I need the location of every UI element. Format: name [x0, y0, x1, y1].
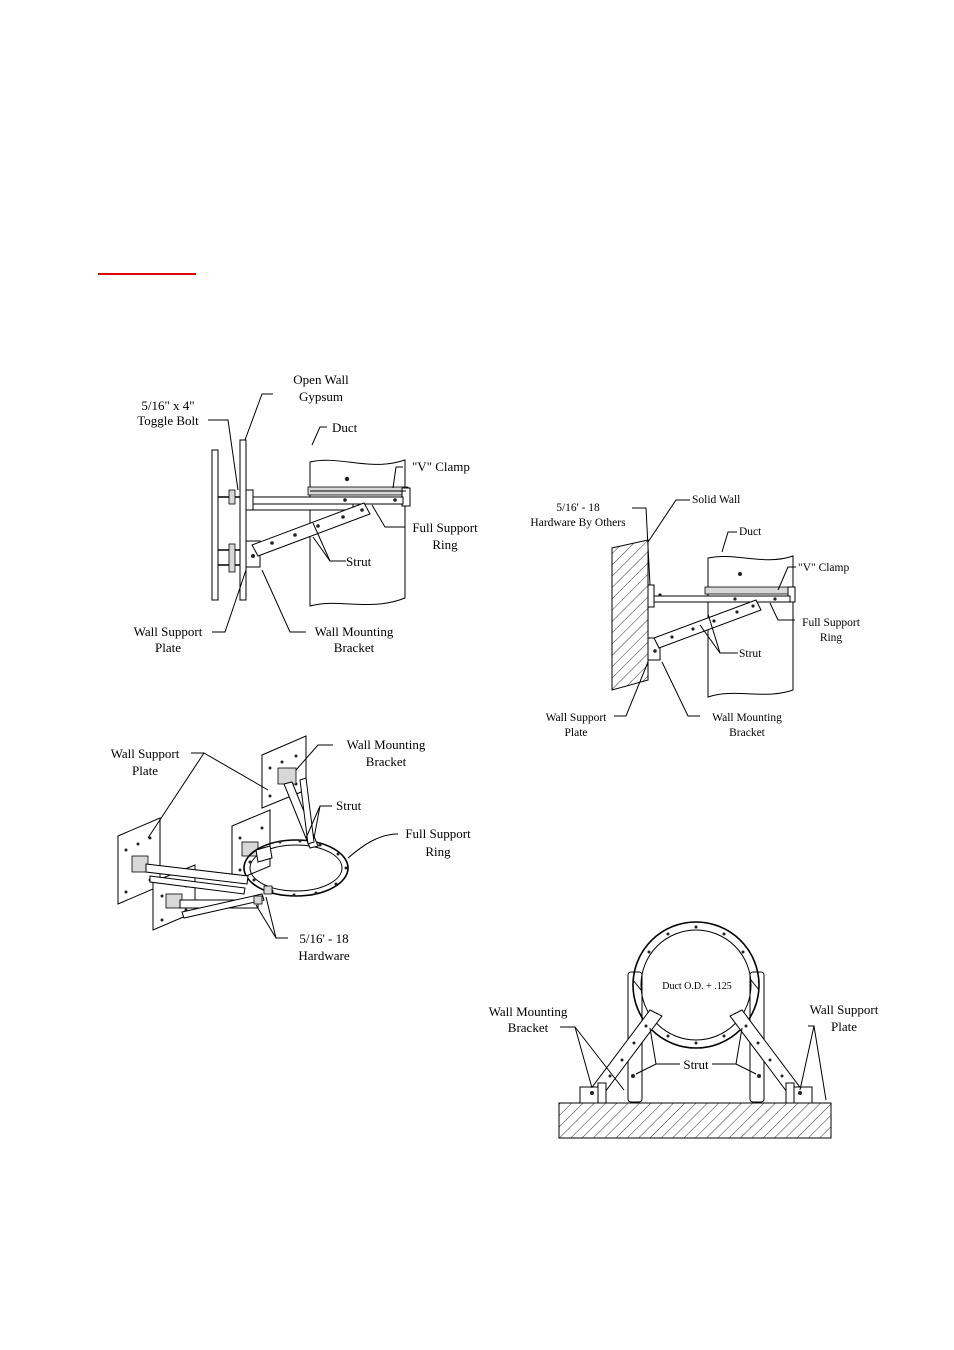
label-full-support-ring-2: Ring: [432, 537, 458, 552]
support-arm: [653, 595, 791, 603]
label-wall-mounting-bracket-2: Bracket: [729, 727, 766, 739]
label-v-clamp: "V" Clamp: [412, 459, 470, 474]
figure-isometric-assembly: [117, 735, 399, 939]
label-strut: Strut: [739, 648, 762, 660]
label-full-support-ring-2: Ring: [820, 632, 843, 644]
label-strut: Strut: [336, 798, 362, 813]
figure1-labels: 5/16" x 4" Toggle Bolt Open Wall Gypsum …: [134, 372, 478, 655]
label-hardware-2: Hardware By Others: [530, 517, 626, 529]
label-wall-support-plate-2: Plate: [155, 640, 181, 655]
v-clamp: [704, 586, 796, 595]
label-duct-od: Duct O.D. + .125: [662, 981, 732, 992]
figure2-labels: 5/16' - 18 Hardware By Others Solid Wall…: [530, 494, 860, 739]
label-open-wall-2: Gypsum: [299, 389, 343, 404]
support-arm: [252, 496, 404, 505]
hardware-1: [253, 895, 263, 905]
label-wall-support-plate-2: Plate: [565, 727, 588, 739]
label-wall-support-plate-1: Wall Support: [546, 712, 608, 724]
label-full-support-ring-2: Ring: [425, 844, 451, 859]
label-open-wall-1: Open Wall: [293, 372, 349, 387]
full-support-ring: [243, 839, 349, 897]
label-wall-mounting-bracket-1: Wall Mounting: [712, 712, 782, 724]
gypsum-panel: [239, 439, 247, 601]
label-hardware-1: 5/16' - 18: [299, 931, 348, 946]
duct: [309, 459, 406, 607]
label-wall-mounting-bracket-2: Bracket: [508, 1020, 549, 1035]
wall-support-plate-upper: [647, 584, 655, 608]
figure-open-wall-side-view: [208, 393, 411, 633]
label-wall-support-plate-2: Plate: [132, 763, 158, 778]
floor-slab: [558, 1102, 832, 1139]
label-wall-support-plate-1: Wall Support: [134, 624, 203, 639]
label-wall-mounting-bracket-2: Bracket: [366, 754, 407, 769]
label-v-clamp: "V" Clamp: [798, 562, 849, 574]
strut-middle: [255, 845, 273, 863]
label-toggle-bolt-2: Toggle Bolt: [137, 413, 199, 428]
label-solid-wall: Solid Wall: [692, 494, 740, 506]
figure4-labels: Duct O.D. + .125 Wall Mounting Bracket S…: [489, 981, 879, 1072]
label-hardware-1: 5/16' - 18: [556, 502, 600, 514]
label-strut: Strut: [683, 1057, 709, 1072]
figure3-labels: Wall Support Plate Wall Mounting Bracket…: [111, 737, 471, 963]
figure-solid-wall-side-view: [611, 499, 796, 717]
label-duct: Duct: [332, 420, 358, 435]
label-toggle-bolt-1: 5/16" x 4": [141, 398, 194, 413]
label-wall-mounting-bracket-2: Bracket: [334, 640, 375, 655]
label-hardware-2: Hardware: [298, 948, 349, 963]
label-full-support-ring-1: Full Support: [802, 617, 861, 629]
figure-floor-mount-front-view: [558, 921, 832, 1139]
wall-mounting-bracket-back: [277, 767, 297, 785]
strut: [251, 502, 371, 557]
label-wall-mounting-bracket-1: Wall Mounting: [347, 737, 426, 752]
label-wall-support-plate-2: Plate: [831, 1019, 857, 1034]
label-strut: Strut: [346, 554, 372, 569]
label-wall-mounting-bracket-1: Wall Mounting: [489, 1004, 568, 1019]
label-duct: Duct: [739, 526, 762, 538]
label-full-support-ring-1: Full Support: [405, 826, 471, 841]
label-wall-mounting-bracket-1: Wall Mounting: [315, 624, 394, 639]
hardware-2: [263, 885, 273, 895]
wall-support-plate-right: [785, 1082, 795, 1104]
solid-wall: [611, 539, 649, 691]
duct: [707, 555, 794, 698]
label-full-support-ring-1: Full Support: [412, 520, 478, 535]
label-wall-support-plate-1: Wall Support: [111, 746, 180, 761]
open-wall-stud: [211, 449, 219, 601]
wall-support-plate-left: [597, 1082, 607, 1104]
wall-support-plate-upper: [245, 489, 254, 511]
strut: [653, 599, 762, 649]
strut-left: [145, 863, 249, 885]
label-wall-support-plate-1: Wall Support: [810, 1002, 879, 1017]
